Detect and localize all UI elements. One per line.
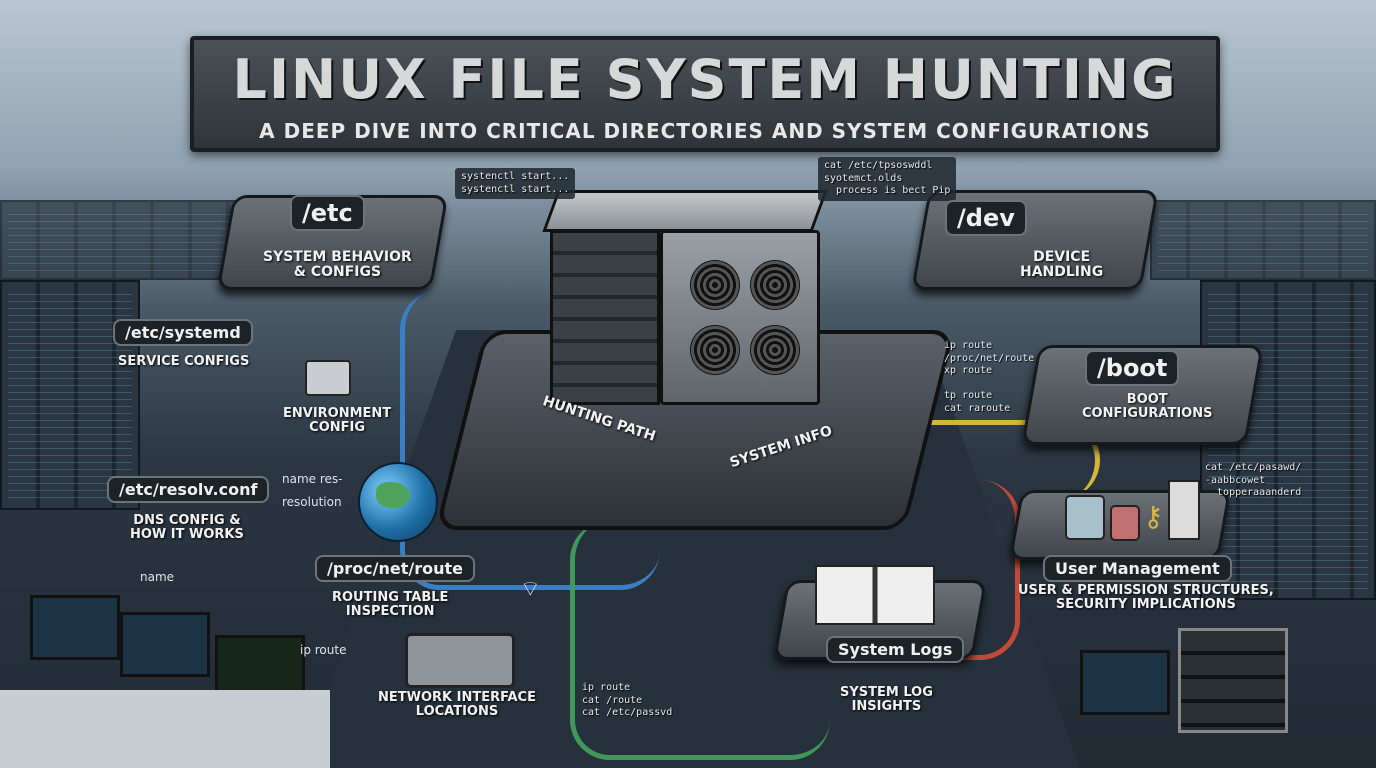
terminal-snippet-bottom: ip route cat /route cat /etc/passvd <box>582 682 673 718</box>
arrow-label-name-res: name res- <box>282 472 343 486</box>
env-caption: ENVIRONMENT CONFIG <box>283 406 392 436</box>
lock-icon <box>1065 495 1105 540</box>
page-subtitle: A DEEP DIVE INTO CRITICAL DIRECTORIES AN… <box>259 119 1151 143</box>
settings-window-icon <box>305 360 351 396</box>
terminal-snippet-systemctl: systenctl start... systenctl start... <box>455 168 576 199</box>
dev-tag[interactable]: /dev <box>945 200 1027 236</box>
fan-icon <box>690 260 740 310</box>
logs-caption: SYSTEM LOG INSIGHTS <box>840 685 933 715</box>
dev-caption: DEVICE HANDLING <box>1020 249 1104 281</box>
arrow-label-resolution: resolution <box>282 495 342 509</box>
network-switch <box>1178 628 1288 733</box>
terminal-snippet-process: cat /etc/tpsoswddl syotemct.olds process… <box>818 157 957 201</box>
resolv-caption: DNS CONFIG & HOW IT WORKS <box>130 513 244 543</box>
proc-net-route-tag[interactable]: /proc/net/route <box>315 555 476 582</box>
lock-icon <box>1110 505 1140 541</box>
central-server-cube <box>530 190 830 440</box>
cable-blue <box>400 290 660 590</box>
server-rack-right <box>1200 280 1376 600</box>
network-interface-panel <box>405 633 515 688</box>
fan-icon <box>690 325 740 375</box>
cable-yellow <box>880 420 1100 500</box>
arrow-label-ip-route: ip route <box>300 643 347 657</box>
cable-green <box>570 520 830 760</box>
systemd-tag[interactable]: /etc/systemd <box>113 319 253 346</box>
globe-icon <box>358 462 438 542</box>
systemd-caption: SERVICE CONFIGS <box>118 354 250 369</box>
monitor <box>1080 650 1170 715</box>
monitor <box>30 595 120 660</box>
etc-caption: SYSTEM BEHAVIOR & CONFIGS <box>263 249 412 281</box>
etc-tag[interactable]: /etc <box>290 195 365 231</box>
terminal-snippet-passwd: cat /etc/pasawd/ -aabbcowet topperaaande… <box>1205 462 1302 498</box>
server-rack-left <box>0 280 140 510</box>
boot-tag[interactable]: /boot <box>1085 350 1180 386</box>
fan-icon <box>750 260 800 310</box>
netif-caption: NETWORK INTERFACE LOCATIONS <box>378 690 536 720</box>
server-rack-left-2 <box>0 200 240 280</box>
desk <box>0 690 330 768</box>
key-icon: ⚷ <box>1143 500 1164 533</box>
route-caption: ROUTING TABLE INSPECTION <box>332 590 449 620</box>
open-book-icon <box>815 565 935 625</box>
document-icon <box>1168 480 1200 540</box>
resolv-tag[interactable]: /etc/resolv.conf <box>107 476 270 503</box>
page-title: LINUX FILE SYSTEM HUNTING <box>232 48 1178 111</box>
system-logs-tag[interactable]: System Logs <box>826 636 965 663</box>
terminal-snippet-route: ip route /proc/net/route xp route tp rou… <box>944 340 1035 414</box>
server-rack-right-2 <box>1150 200 1376 280</box>
wifi-icon: ⌔ <box>520 577 541 602</box>
user-management-tag[interactable]: User Management <box>1043 555 1232 582</box>
title-banner: LINUX FILE SYSTEM HUNTING A DEEP DIVE IN… <box>190 36 1220 152</box>
boot-caption: BOOT CONFIGURATIONS <box>1082 392 1213 422</box>
users-caption: USER & PERMISSION STRUCTURES, SECURITY I… <box>1018 583 1274 613</box>
fan-icon <box>750 325 800 375</box>
arrow-label-name: name <box>140 570 175 584</box>
monitor <box>120 612 210 677</box>
